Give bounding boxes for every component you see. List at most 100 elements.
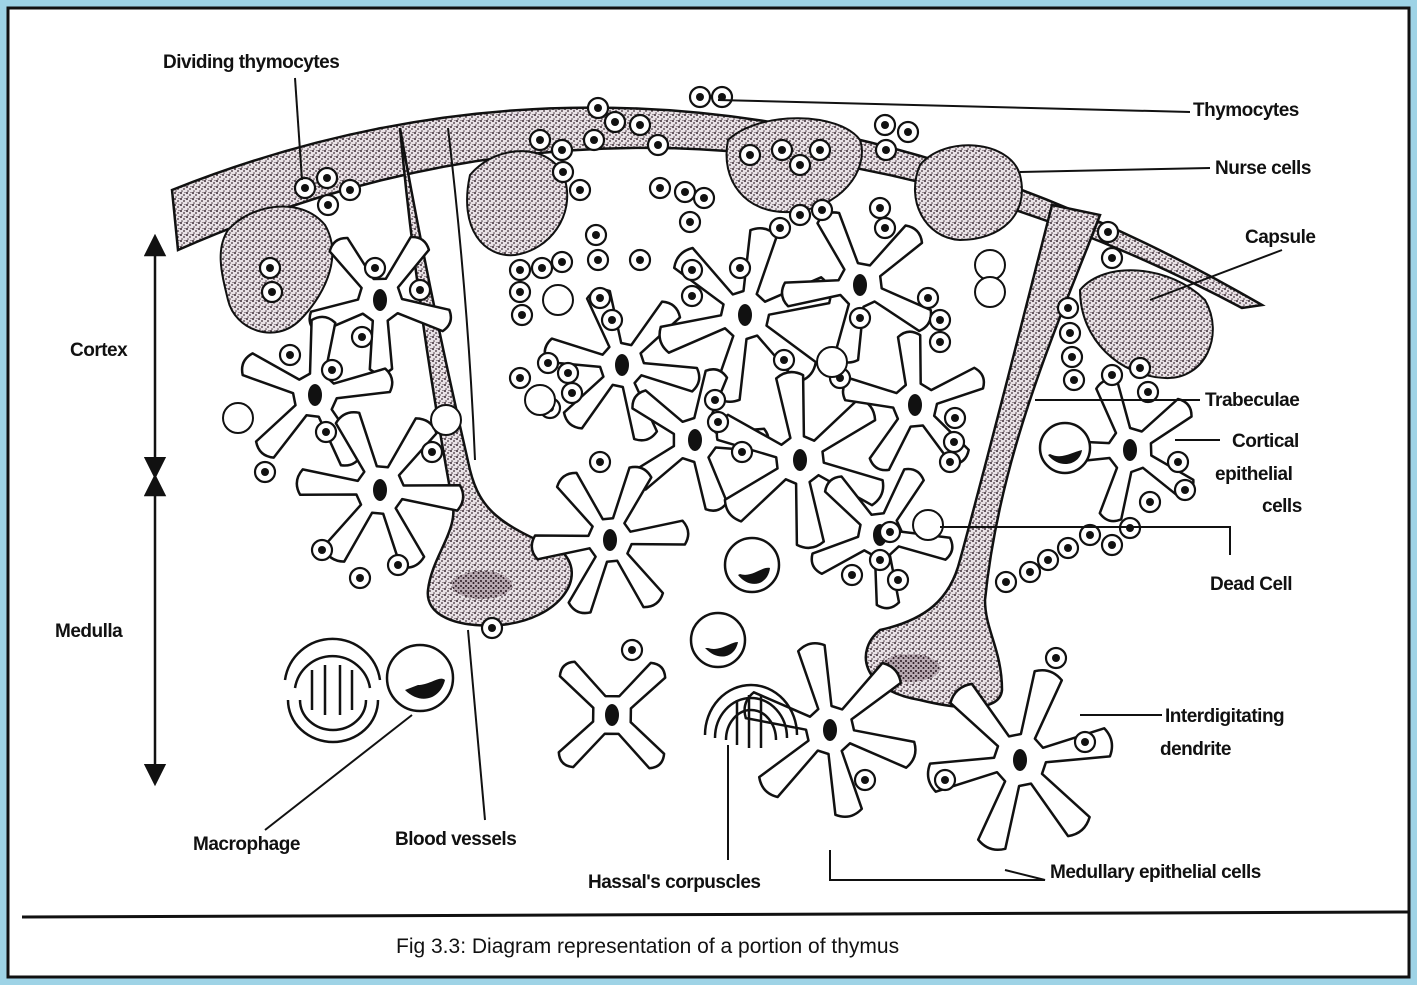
thymocyte-nucleus: [738, 448, 746, 456]
thymocyte-nucleus: [538, 264, 546, 272]
thymocyte-nucleus: [1181, 486, 1189, 494]
thymocyte-nucleus: [268, 288, 276, 296]
thymocyte-nucleus: [876, 556, 884, 564]
label-dead-cell: Dead Cell: [1210, 574, 1292, 595]
epithelial-cell-nucleus: [373, 289, 387, 311]
thymocyte-nucleus: [518, 311, 526, 319]
thymocyte-nucleus: [266, 264, 274, 272]
thymocyte-nucleus: [951, 414, 959, 422]
thymocyte-nucleus: [628, 646, 636, 654]
thymocyte-nucleus: [746, 151, 754, 159]
thymocyte-nucleus: [1064, 304, 1072, 312]
thymocyte-nucleus: [261, 468, 269, 476]
thymocyte-nucleus: [1108, 541, 1116, 549]
thymocyte-nucleus: [596, 294, 604, 302]
thymocyte-nucleus: [394, 561, 402, 569]
epithelial-cell-nucleus: [908, 394, 922, 416]
thymocyte-nucleus: [1068, 353, 1076, 361]
thymocyte-nucleus: [416, 286, 424, 294]
thymocyte-nucleus: [328, 366, 336, 374]
thymocyte-nucleus: [776, 224, 784, 232]
thymocyte-nucleus: [1070, 376, 1078, 384]
dead-cell: [817, 347, 847, 377]
thymocyte-nucleus: [1108, 371, 1116, 379]
thymocyte-nucleus: [318, 546, 326, 554]
thymocyte-nucleus: [654, 141, 662, 149]
figure-caption: Fig 3.3: Diagram representation of a por…: [396, 935, 899, 958]
thymocyte-nucleus: [946, 458, 954, 466]
epithelial-cell-nucleus: [823, 719, 837, 741]
thymocyte-nucleus: [818, 206, 826, 214]
thymocyte-nucleus: [696, 93, 704, 101]
epithelial-cell-nucleus: [688, 429, 702, 451]
dead-cell-body: [1040, 423, 1090, 473]
thymocyte-nucleus: [950, 438, 958, 446]
thymocyte-nucleus: [516, 374, 524, 382]
label-cortical-line3: cells: [1262, 496, 1302, 517]
thymocyte-nucleus: [322, 428, 330, 436]
thymocyte-nucleus: [856, 314, 864, 322]
thymocyte-nucleus: [861, 776, 869, 784]
thymocyte-nucleus: [778, 146, 786, 154]
epithelial-cell-nucleus: [308, 384, 322, 406]
thymocyte-nucleus: [1144, 388, 1152, 396]
thymocyte-nucleus: [1086, 531, 1094, 539]
thymocyte-nucleus: [1081, 738, 1089, 746]
epithelial-cell-nucleus: [615, 354, 629, 376]
thymocyte-nucleus: [1052, 654, 1060, 662]
thymocyte-nucleus: [371, 264, 379, 272]
thymocyte-nucleus: [936, 316, 944, 324]
thymocyte-nucleus: [1174, 458, 1182, 466]
thymocyte-nucleus: [1108, 254, 1116, 262]
thymocyte-nucleus: [636, 256, 644, 264]
label-cortical-line2: epithelial: [1215, 464, 1292, 485]
macrophage: [725, 538, 779, 592]
nurse-cell: [915, 145, 1022, 240]
thymocyte-nucleus: [558, 146, 566, 154]
thymocyte-nucleus: [924, 294, 932, 302]
label-trabeculae: Trabeculae: [1205, 390, 1299, 411]
epithelial-cell-nucleus: [603, 529, 617, 551]
label-thymocytes: Thymocytes: [1193, 100, 1299, 121]
dead-cell: [913, 510, 943, 540]
thymocyte-nucleus: [886, 528, 894, 536]
thymocyte-nucleus: [796, 211, 804, 219]
thymocyte-nucleus: [711, 396, 719, 404]
label-cortical-line1: Cortical: [1232, 431, 1299, 452]
label-medulla: Medulla: [55, 621, 123, 642]
thymocyte-nucleus: [881, 224, 889, 232]
label-dividing-thymocytes: Dividing thymocytes: [163, 52, 339, 73]
thymocyte-nucleus: [286, 351, 294, 359]
label-interdigitating-line2: dendrite: [1160, 739, 1231, 760]
thymocyte-nucleus: [688, 292, 696, 300]
dead-cell: [975, 250, 1005, 280]
epithelial-cell-nucleus: [373, 479, 387, 501]
thymocyte-nucleus: [301, 184, 309, 192]
thymocyte-nucleus: [1104, 228, 1112, 236]
thymocyte-nucleus: [1064, 544, 1072, 552]
label-nurse-cells: Nurse cells: [1215, 158, 1311, 179]
blood-vessel-left: [452, 571, 512, 599]
thymocyte-nucleus: [681, 188, 689, 196]
thymocyte-nucleus: [358, 333, 366, 341]
epithelial-cell-nucleus: [853, 274, 867, 296]
thymocyte-nucleus: [536, 136, 544, 144]
label-hassals-corpuscles: Hassal's corpuscles: [588, 872, 760, 893]
thymocyte-nucleus: [1026, 568, 1034, 576]
thymocyte-nucleus: [686, 218, 694, 226]
thymocyte-nucleus: [714, 418, 722, 426]
thymocyte-nucleus: [488, 624, 496, 632]
thymocyte-nucleus: [592, 231, 600, 239]
thymocyte-nucleus: [324, 201, 332, 209]
thymocyte-nucleus: [1066, 329, 1074, 337]
thymocyte-nucleus: [611, 118, 619, 126]
thymocyte-nucleus: [558, 258, 566, 266]
thymocyte-nucleus: [1044, 556, 1052, 564]
label-cortex: Cortex: [70, 340, 128, 361]
label-capsule: Capsule: [1245, 227, 1315, 248]
thymocyte-nucleus: [894, 576, 902, 584]
thymocyte-nucleus: [559, 168, 567, 176]
epithelial-cell-nucleus: [605, 704, 619, 726]
